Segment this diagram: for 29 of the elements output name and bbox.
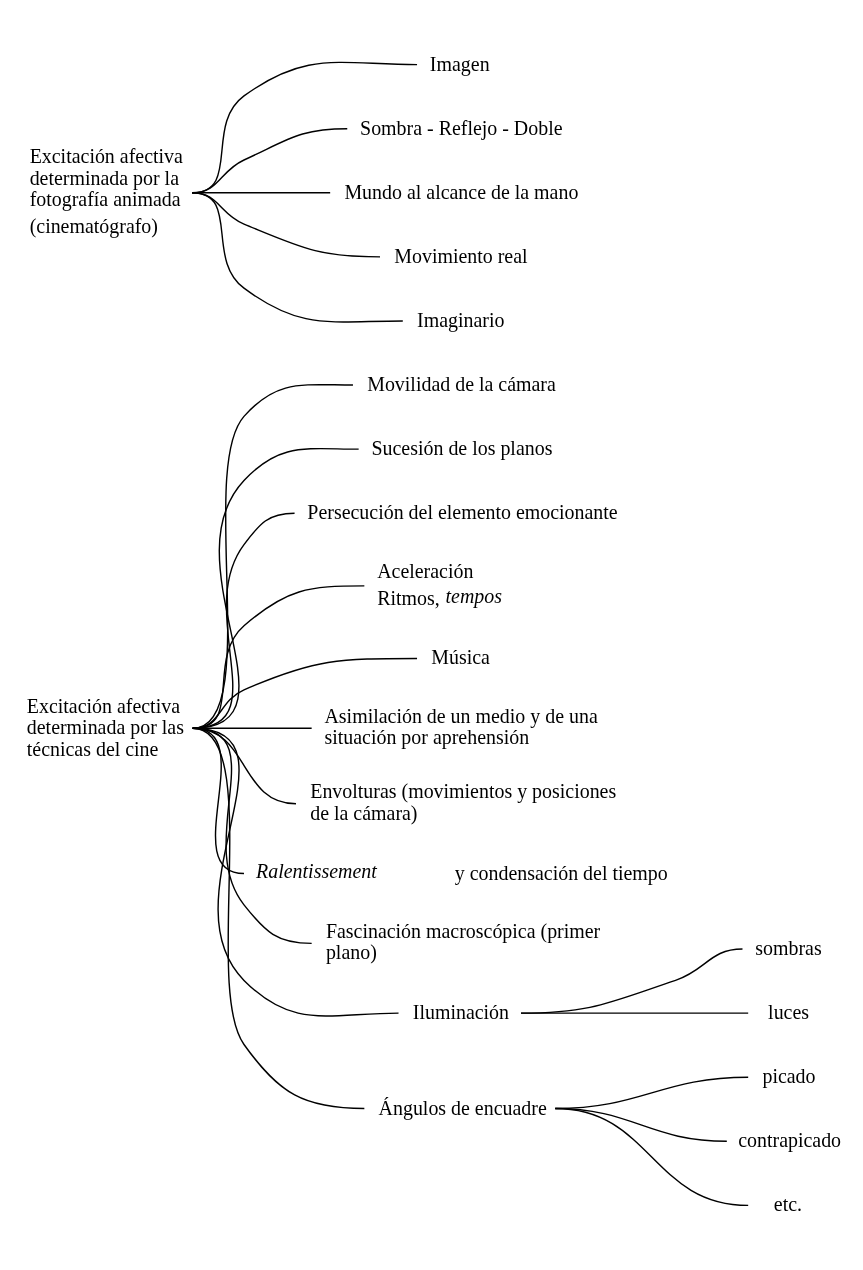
- node-text: Imagen: [429, 52, 490, 75]
- connector: [554, 1107, 749, 1207]
- node-text: Sombra - Reflejo - Doble: [359, 116, 563, 139]
- node-text: Ralentissement y condensación del tiempo: [255, 860, 668, 884]
- node-text: luces: [767, 1001, 809, 1024]
- node-text: sombras: [754, 937, 822, 960]
- node-text: Iluminación: [412, 1001, 509, 1024]
- node-text: Excitación afectiva determinada por las técnicas del cine: [26, 694, 184, 760]
- connector: [191, 727, 365, 1110]
- node-text: Excitación afectiva determinada por la fotografía animada (cinematógrafo): [29, 145, 183, 237]
- connector: [191, 383, 354, 729]
- node-text: Ángulos de encuadre: [378, 1096, 547, 1119]
- node-text: Movilidad de la cámara: [366, 373, 556, 396]
- node-text: picado: [761, 1065, 816, 1088]
- connector: [191, 657, 418, 729]
- node-text: Imaginario: [416, 308, 504, 331]
- connector: [519, 1012, 749, 1014]
- node-text: Persecución del elemento emocionante: [306, 501, 618, 524]
- node-text: Sucesión de los planos: [370, 437, 552, 460]
- node-text: Movimiento real: [393, 244, 528, 267]
- node-text: Fascinación macroscópica (primer plano): [325, 919, 600, 964]
- node-text: contrapicado: [737, 1129, 841, 1152]
- node-text: Música: [430, 646, 490, 669]
- node-text: Mundo al alcance de la mano: [343, 180, 578, 203]
- node-text: etc.: [773, 1193, 802, 1216]
- connector: [190, 192, 403, 323]
- node-text: Aceleración Ritmos, tempos: [376, 559, 502, 609]
- node-text: Asimilación de un medio y de una situación por aprehensión: [323, 704, 598, 749]
- node-text: Envolturas (movimientos y posiciones de la cámara): [309, 780, 616, 824]
